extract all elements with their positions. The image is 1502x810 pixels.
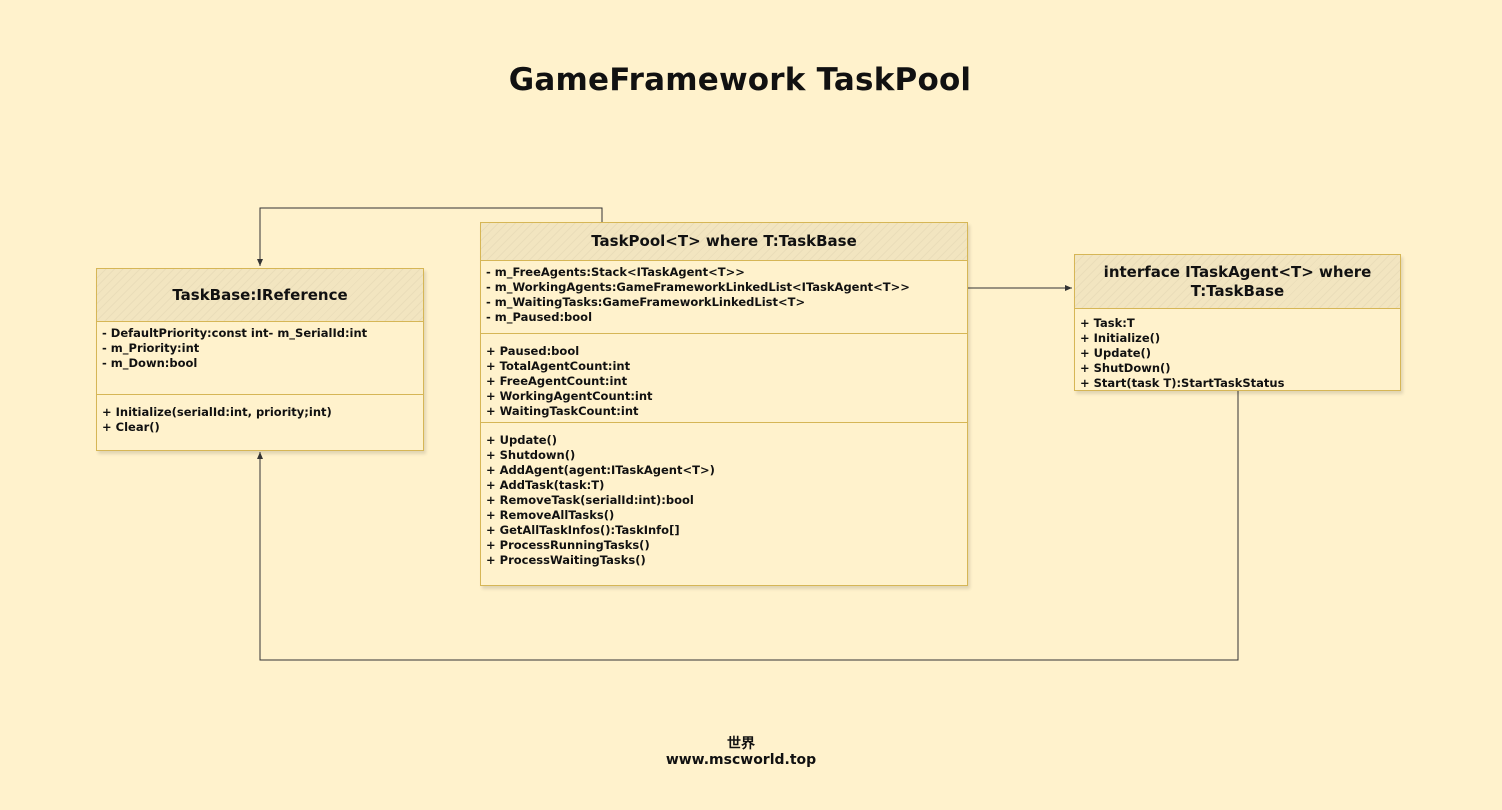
class-taskpool-fields: - m_FreeAgents:Stack<ITaskAgent<T>> - m_… <box>481 261 967 333</box>
method-row: + Shutdown() <box>486 448 576 462</box>
diagram-title: GameFramework TaskPool <box>508 62 972 98</box>
method-row: + GetAllTaskInfos():TaskInfo[] <box>486 523 680 537</box>
interface-itaskagent-name-line2: T:TaskBase <box>1190 281 1285 300</box>
interface-itaskagent-name-line1: interface ITaskAgent<T> where <box>1103 262 1372 281</box>
field-row: - m_Down:bool <box>102 356 198 370</box>
interface-itaskagent-members: + Task:T + Initialize() + Update() + Shu… <box>1075 309 1400 391</box>
property-row: + WorkingAgentCount:int <box>486 389 653 403</box>
class-taskbase-fields: - DefaultPriority:const int- m_SerialId:… <box>97 322 423 394</box>
footer-website: www.mscworld.top <box>665 752 817 768</box>
property-row: + TotalAgentCount:int <box>486 359 631 373</box>
footer-chinese-text: 世界 <box>727 736 755 752</box>
field-row: - m_FreeAgents:Stack<ITaskAgent<T>> <box>486 265 745 279</box>
method-row: + Clear() <box>102 420 160 434</box>
class-taskpool: TaskPool<T> where T:TaskBase - m_FreeAge… <box>480 222 968 586</box>
class-taskpool-methods: + Update() + Shutdown() + AddAgent(agent… <box>481 422 967 568</box>
member-row: + ShutDown() <box>1080 361 1171 375</box>
field-row: - DefaultPriority:const int- m_SerialId:… <box>102 326 368 340</box>
member-row: + Update() <box>1080 346 1152 360</box>
interface-itaskagent: interface ITaskAgent<T> where T:TaskBase… <box>1074 254 1401 391</box>
class-taskbase: TaskBase:IReference - DefaultPriority:co… <box>96 268 424 451</box>
method-row: + AddAgent(agent:ITaskAgent<T>) <box>486 463 715 477</box>
method-row: + ProcessWaitingTasks() <box>486 553 646 567</box>
method-row: + RemoveAllTasks() <box>486 508 615 522</box>
member-row: + Task:T <box>1080 316 1135 330</box>
property-row: + FreeAgentCount:int <box>486 374 628 388</box>
property-row: + WaitingTaskCount:int <box>486 404 639 418</box>
class-taskbase-name: TaskBase:IReference <box>172 285 348 304</box>
field-row: - m_WorkingAgents:GameFrameworkLinkedLis… <box>486 280 910 294</box>
class-taskpool-properties: + Paused:bool + TotalAgentCount:int + Fr… <box>481 333 967 422</box>
class-taskpool-header: TaskPool<T> where T:TaskBase <box>481 223 967 261</box>
interface-itaskagent-header: interface ITaskAgent<T> where T:TaskBase <box>1075 255 1400 309</box>
field-row: - m_Priority:int <box>102 341 200 355</box>
method-row: + Update() <box>486 433 558 447</box>
property-row: + Paused:bool <box>486 344 580 358</box>
method-row: + RemoveTask(serialId:int):bool <box>486 493 694 507</box>
member-row: + Start(task T):StartTaskStatus <box>1080 376 1285 390</box>
method-row: + AddTask(task:T) <box>486 478 605 492</box>
method-row: + Initialize(serialId:int, priority;int) <box>102 405 332 419</box>
class-taskbase-methods: + Initialize(serialId:int, priority;int)… <box>97 394 423 435</box>
member-row: + Initialize() <box>1080 331 1161 345</box>
method-row: + ProcessRunningTasks() <box>486 538 650 552</box>
connector-agent-to-taskbase <box>257 391 1239 661</box>
connector-pool-to-taskbase <box>257 207 603 266</box>
class-taskbase-header: TaskBase:IReference <box>97 269 423 322</box>
class-taskpool-name: TaskPool<T> where T:TaskBase <box>591 232 857 250</box>
field-row: - m_WaitingTasks:GameFrameworkLinkedList… <box>486 295 806 309</box>
field-row: - m_Paused:bool <box>486 310 593 324</box>
